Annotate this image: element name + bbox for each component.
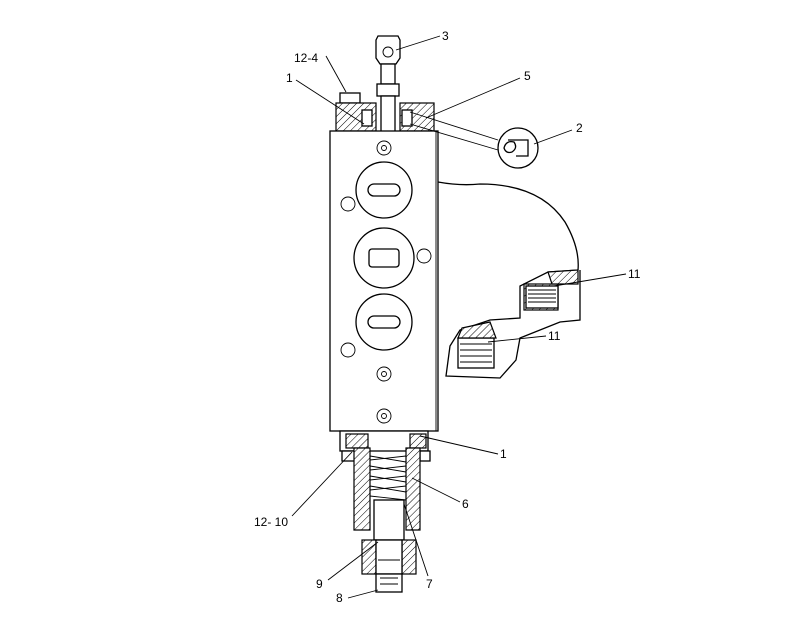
relief-valve-upper bbox=[525, 285, 559, 309]
callout-12-4: 12-4 bbox=[294, 51, 318, 65]
callout-11-lower: 11 bbox=[548, 329, 561, 343]
seal-detail-bubble bbox=[409, 111, 539, 169]
relief-valve-lower bbox=[457, 337, 495, 369]
valve-body bbox=[329, 130, 439, 432]
side-cutaway bbox=[437, 181, 581, 379]
callout-2: 2 bbox=[576, 121, 583, 135]
leader-lines bbox=[291, 35, 627, 599]
callout-7: 7 bbox=[426, 577, 433, 591]
callout-1-bottom: 1 bbox=[500, 447, 507, 461]
bottom-spring-housing bbox=[339, 430, 431, 593]
callout-12-10: 12- 10 bbox=[254, 515, 288, 529]
callout-3: 3 bbox=[442, 29, 449, 43]
callout-11-upper: 11 bbox=[628, 267, 641, 281]
callout-1-top: 1 bbox=[286, 71, 293, 85]
callout-5: 5 bbox=[524, 69, 531, 83]
callout-6: 6 bbox=[462, 497, 469, 511]
callout-9: 9 bbox=[316, 577, 323, 591]
spool-end-top bbox=[375, 35, 401, 133]
callout-8: 8 bbox=[336, 591, 343, 605]
